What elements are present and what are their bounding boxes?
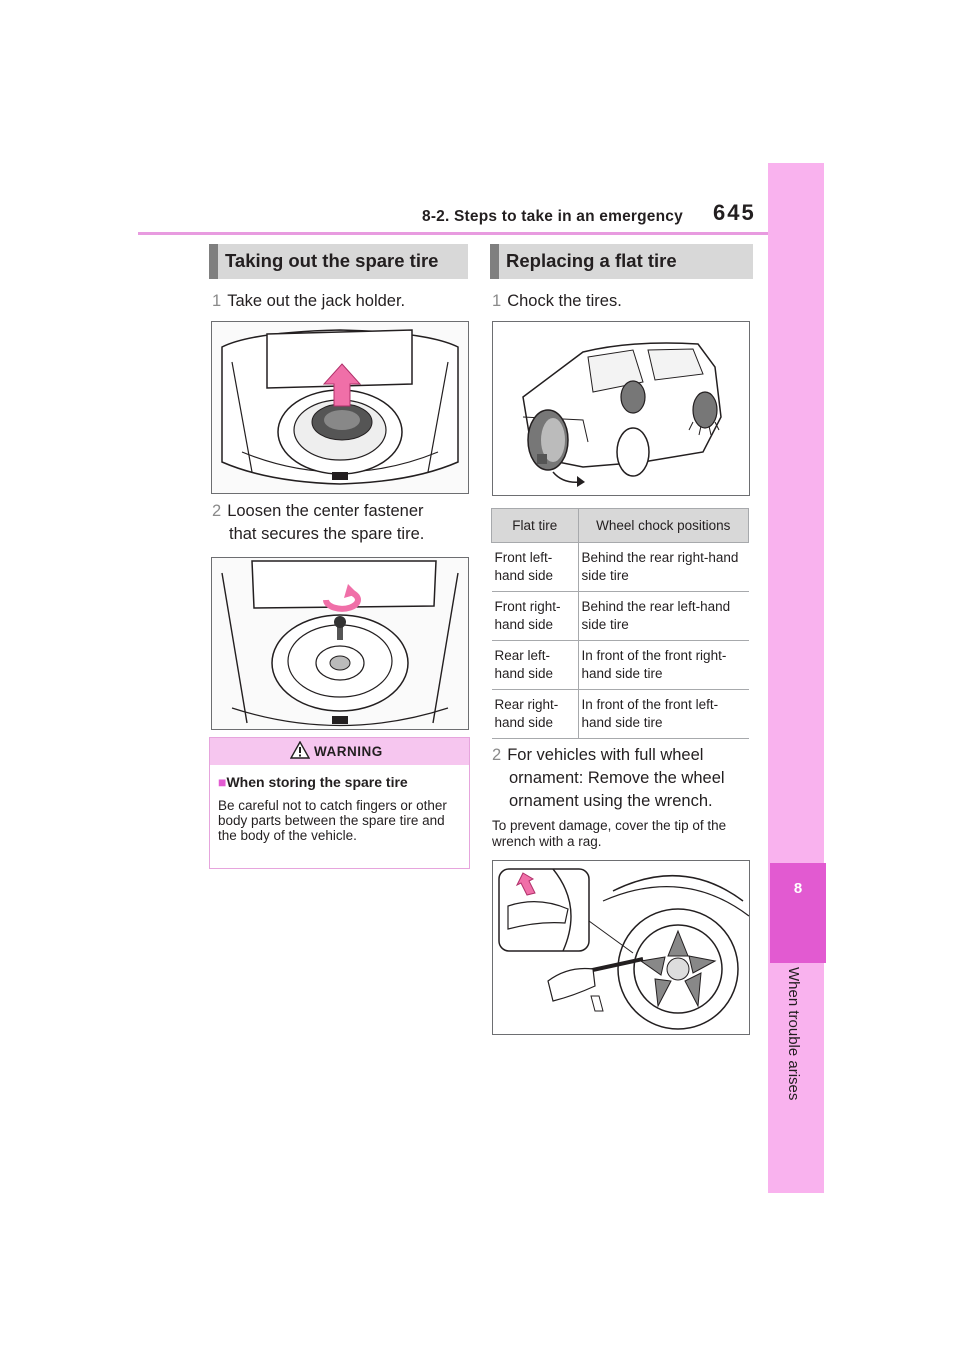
table-cell: Front left-hand side xyxy=(491,542,579,592)
step-number: 1 xyxy=(492,292,502,310)
heading-bar xyxy=(209,244,218,279)
step-text-line1: For vehicles with full wheel xyxy=(507,746,704,764)
heading-text: Replacing a flat tire xyxy=(506,250,677,271)
table-cell: Rear right-hand side xyxy=(491,689,579,739)
warning-title: WARNING xyxy=(314,744,383,759)
chapter-title: When trouble arises xyxy=(785,967,802,1101)
step-text-line2: ornament: Remove the wheel xyxy=(509,769,725,787)
chapter-side-tab xyxy=(768,163,824,1193)
figure-wheel-chocks xyxy=(492,321,750,496)
table-row: Front right-hand side Behind the rear le… xyxy=(491,591,749,641)
warning-body: Be careful not to catch fingers or other… xyxy=(218,798,447,843)
table-row: Rear right-hand side In front of the fro… xyxy=(491,689,749,739)
step-number: 1 xyxy=(212,292,222,310)
table-header-cell: Flat tire xyxy=(491,508,579,543)
warning-triangle-icon xyxy=(290,741,310,759)
figure-jack-holder xyxy=(211,321,469,494)
table-cell: Rear left-hand side xyxy=(491,640,579,690)
page-number: 645 xyxy=(713,200,756,225)
step-number: 2 xyxy=(492,746,502,764)
step-text-line2: that secures the spare tire. xyxy=(229,525,425,543)
header-rule xyxy=(138,232,768,235)
warning-subtitle: ■When storing the spare tire xyxy=(218,774,408,790)
table-cell: Behind the rear left-hand side tire xyxy=(578,591,749,641)
figure-remove-ornament xyxy=(492,860,750,1035)
table-header-cell: Wheel chock positions xyxy=(577,508,749,543)
table-cell: Front right-hand side xyxy=(491,591,579,641)
chapter-number: 8 xyxy=(793,880,803,897)
table-row: Front left-hand side Behind the rear rig… xyxy=(491,542,749,592)
step-text: Chock the tires. xyxy=(507,292,622,310)
section-heading-spare-tire: Taking out the spare tire xyxy=(209,244,468,279)
note-text: To prevent damage, cover the tip of the … xyxy=(492,818,727,849)
step-1-left: 1 Take out the jack holder. xyxy=(212,290,405,313)
wheel-chock-table: Flat tire Wheel chock positions Front le… xyxy=(491,508,749,739)
step-text: Take out the jack holder. xyxy=(227,292,406,310)
step-text-line3: ornament using the wrench. xyxy=(509,792,713,810)
heading-bar xyxy=(490,244,499,279)
heading-text: Taking out the spare tire xyxy=(225,250,439,271)
figure-center-fastener xyxy=(211,557,469,730)
section-title: 8-2. Steps to take in an emergency xyxy=(422,208,683,225)
table-row: Rear left-hand side In front of the fron… xyxy=(491,640,749,690)
warning-subtitle-text: When storing the spare tire xyxy=(226,774,408,790)
section-heading-flat-tire: Replacing a flat tire xyxy=(490,244,753,279)
step-text-line1: Loosen the center fastener xyxy=(227,502,424,520)
table-cell: Behind the rear right-hand side tire xyxy=(578,542,749,592)
step-2-right: 2 For vehicles with full wheel ornament: … xyxy=(492,744,725,813)
warning-header xyxy=(210,738,469,765)
step-number: 2 xyxy=(212,502,222,520)
table-cell: In front of the front left-hand side tir… xyxy=(578,689,749,739)
table-cell: In front of the front right-hand side ti… xyxy=(578,640,749,690)
warning-bullet: ■ xyxy=(218,774,227,790)
warning-box: WARNING ■When storing the spare tire Be … xyxy=(209,737,470,869)
table-header-row: Flat tire Wheel chock positions xyxy=(491,508,749,543)
step-1-right: 1 Chock the tires. xyxy=(492,290,622,313)
chapter-number-box xyxy=(770,863,826,963)
step-2-left: 2 Loosen the center fastener that secures… xyxy=(212,500,424,546)
